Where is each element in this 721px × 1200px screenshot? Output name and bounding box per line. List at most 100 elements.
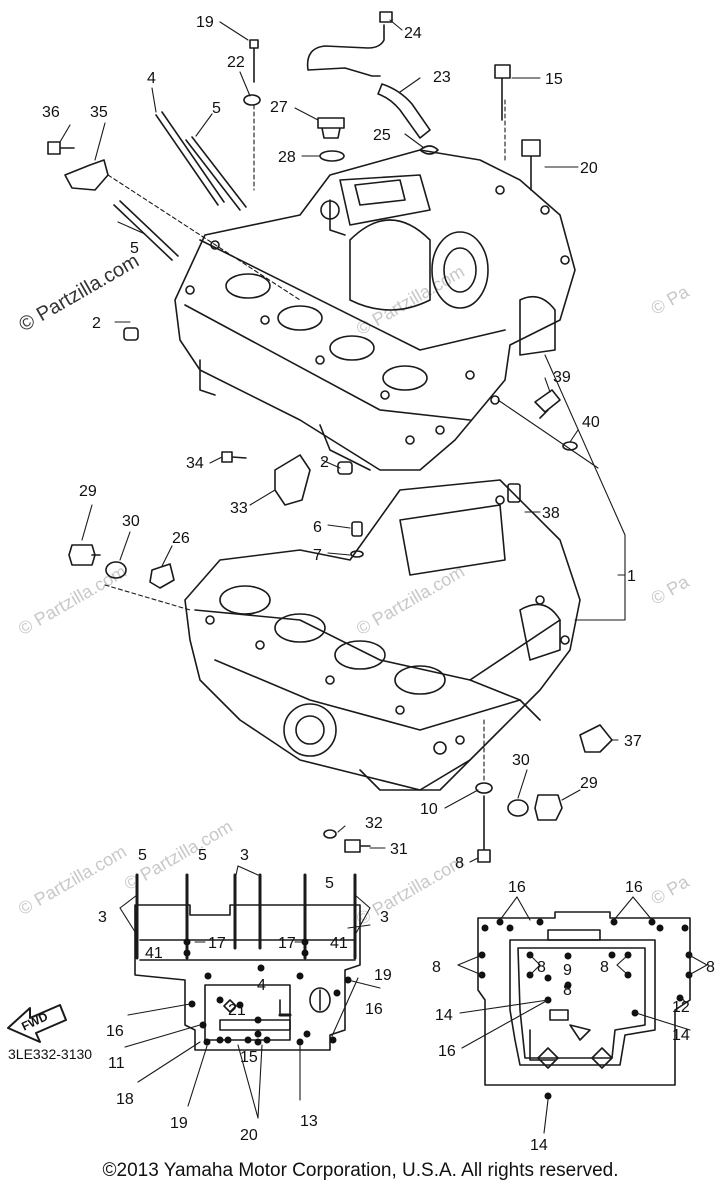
callout-40: 40 <box>582 414 600 431</box>
callout-29b: 29 <box>580 775 598 792</box>
bolt-15 <box>494 64 511 121</box>
callout-7: 7 <box>313 547 322 564</box>
gasket-30b <box>507 799 529 817</box>
part-38 <box>507 483 521 503</box>
plan-label: 17 <box>278 935 296 952</box>
bracket-37 <box>579 724 613 753</box>
bolt-19 <box>249 39 259 83</box>
callout-15: 15 <box>545 71 563 88</box>
washer-10 <box>475 782 493 794</box>
plan-label: 12 <box>672 999 690 1016</box>
plan-label: 8 <box>432 959 441 976</box>
left-plan-labels: 5 5 3 5 3 3 41 17 17 41 4 19 16 16 21 11… <box>98 847 392 1144</box>
plan-label: 4 <box>257 977 266 994</box>
upper-crankcase <box>174 149 576 471</box>
bolt-8 <box>477 795 491 863</box>
plan-label: 8 <box>600 959 609 976</box>
callout-5: 5 <box>212 100 221 117</box>
o-ring-7 <box>350 550 364 558</box>
callout-2b: 2 <box>320 454 329 471</box>
plan-label: 5 <box>325 875 334 892</box>
dowel-pin-2 <box>123 327 139 341</box>
callout-33: 33 <box>230 500 248 517</box>
hose <box>306 24 385 77</box>
plan-label: 41 <box>145 945 163 962</box>
dowel-pin-2b <box>337 461 353 475</box>
callout-1: 1 <box>627 568 636 585</box>
callout-10: 10 <box>420 801 438 818</box>
plan-label: 14 <box>435 1007 453 1024</box>
plan-label: 18 <box>116 1091 134 1108</box>
copyright-notice: ©2013 Yamaha Motor Corporation, U.S.A. A… <box>102 1160 619 1181</box>
bracket-35 <box>64 159 109 191</box>
callout-6: 6 <box>313 519 322 536</box>
left-bolt-dots <box>183 938 352 1046</box>
callout-4: 4 <box>147 70 156 87</box>
callout-34: 34 <box>186 455 204 472</box>
callout-27: 27 <box>270 99 288 116</box>
callout-22: 22 <box>227 54 245 71</box>
plan-label: 16 <box>438 1043 456 1060</box>
plan-label: 9 <box>563 962 572 979</box>
part-26 <box>149 563 175 589</box>
plan-label: 17 <box>208 935 226 952</box>
plan-label: 19 <box>170 1115 188 1132</box>
plan-label: 5 <box>138 847 147 864</box>
stud-4 <box>155 111 225 206</box>
washer-22 <box>243 94 261 106</box>
plan-label: 11 <box>108 1055 125 1072</box>
plan-label: 8 <box>563 982 572 999</box>
plan-label: 14 <box>530 1137 548 1154</box>
plan-label: 16 <box>508 879 526 896</box>
plan-label: 16 <box>625 879 643 896</box>
plan-label: 15 <box>240 1049 258 1066</box>
diagram-code: 3LE332-3130 <box>8 1046 93 1062</box>
callout-25: 25 <box>373 127 391 144</box>
callout-36: 36 <box>42 104 60 121</box>
fwd-arrow-icon <box>7 1004 67 1043</box>
plan-label: 16 <box>365 1001 383 1018</box>
left-bolt-plan <box>134 873 361 1051</box>
callout-2: 2 <box>92 315 101 332</box>
callout-32: 32 <box>365 815 383 832</box>
screw-31 <box>344 839 371 853</box>
callout-37: 37 <box>624 733 642 750</box>
plan-label: 41 <box>330 935 348 952</box>
plan-label: 8 <box>537 959 546 976</box>
hose-23 <box>377 83 431 139</box>
plan-label: 21 <box>228 1002 246 1019</box>
oil-filler-cap-27 <box>317 117 345 139</box>
callout-35: 35 <box>90 104 108 121</box>
plan-label: 13 <box>300 1113 318 1130</box>
bolt-20 <box>521 139 541 191</box>
plan-label: 3 <box>98 909 107 926</box>
callout-28: 28 <box>278 149 296 166</box>
o-ring-28 <box>319 150 345 162</box>
drain-plug-29b <box>534 794 563 821</box>
plan-label: 5 <box>198 847 207 864</box>
callout-24: 24 <box>404 25 422 42</box>
o-ring-32 <box>323 829 337 839</box>
plan-label: 8 <box>706 959 715 976</box>
fitting-39 <box>534 389 561 419</box>
lower-crankcase <box>184 479 581 791</box>
callout-19: 19 <box>196 14 214 31</box>
bolt-36 <box>47 141 75 155</box>
dowel-6 <box>351 521 363 537</box>
callout-30b: 30 <box>512 752 530 769</box>
screw-34 <box>221 451 247 463</box>
callout-39: 39 <box>553 369 571 386</box>
callout-8: 8 <box>455 855 464 872</box>
clip-25 <box>419 145 439 155</box>
plan-label: 20 <box>240 1127 258 1144</box>
callout-20: 20 <box>580 160 598 177</box>
callout-29: 29 <box>79 483 97 500</box>
callout-5b: 5 <box>130 240 139 257</box>
right-plan-leaders <box>457 896 708 1134</box>
right-bolt-plan <box>477 911 691 1086</box>
stud-5b <box>113 200 179 261</box>
plan-label: 3 <box>240 847 249 864</box>
plan-label: 19 <box>374 967 392 984</box>
